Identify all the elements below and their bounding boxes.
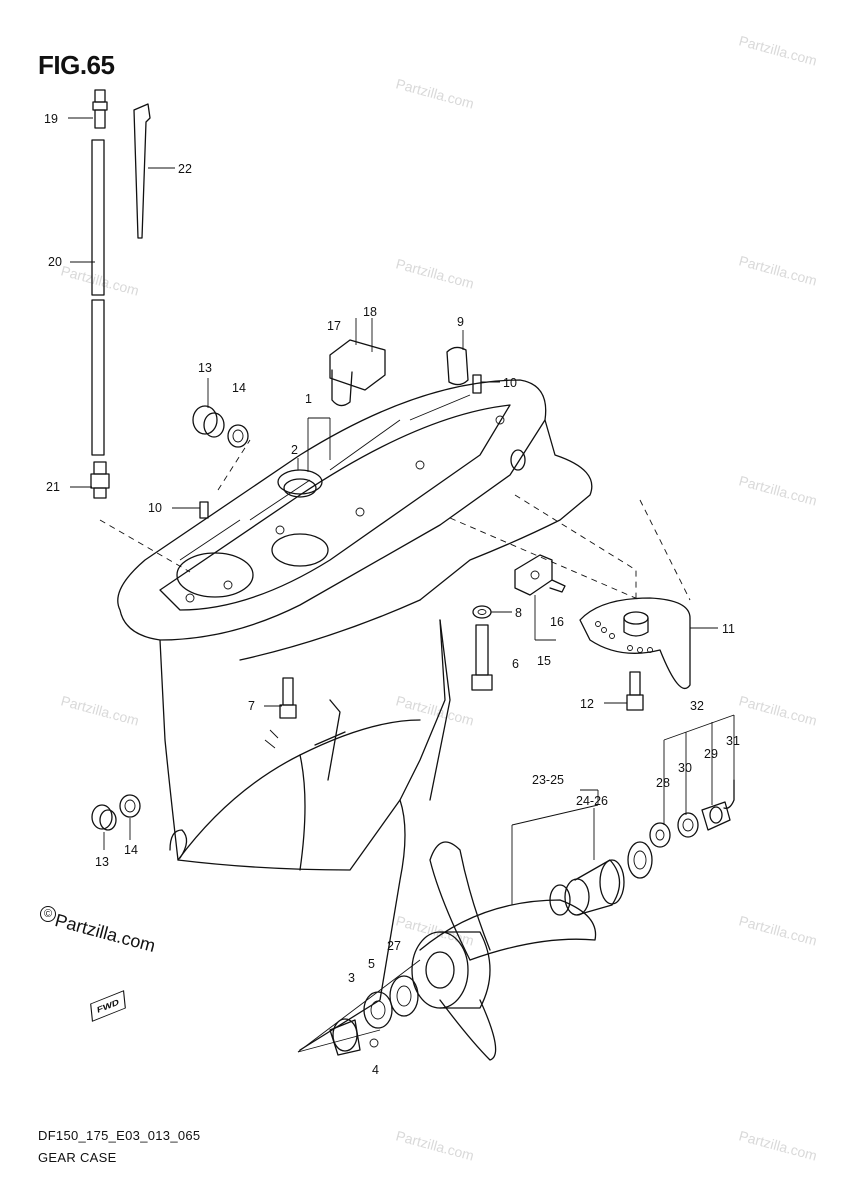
gear-case-housing — [117, 379, 593, 1051]
callout-17: 17 — [327, 319, 341, 333]
callout-15: 15 — [537, 654, 551, 668]
callout-24-26: 24-26 — [576, 794, 608, 808]
part-22-cable-tie — [133, 103, 151, 239]
watermark: Partzilla.com — [737, 472, 819, 508]
callout-6: 6 — [512, 657, 519, 671]
callout-16: 16 — [550, 615, 564, 629]
callout-14b: 14 — [124, 843, 138, 857]
part-7-bolt — [279, 677, 297, 719]
callout-7: 7 — [248, 699, 255, 713]
callout-20: 20 — [48, 255, 62, 269]
callout-29: 29 — [704, 747, 718, 761]
watermark: Partzilla.com — [737, 912, 819, 948]
watermark: Partzilla.com — [737, 252, 819, 288]
callout-21: 21 — [46, 480, 60, 494]
callout-32: 32 — [690, 699, 704, 713]
part-13-14-plug-bottom — [91, 794, 141, 831]
callout-3: 3 — [348, 971, 355, 985]
leader-lines — [68, 117, 735, 1053]
watermark: Partzilla.com — [737, 692, 819, 728]
callout-19: 19 — [44, 112, 58, 126]
callout-10b: 10 — [148, 501, 162, 515]
callout-30: 30 — [678, 761, 692, 775]
diagram-name: GEAR CASE — [38, 1150, 117, 1165]
watermark: Partzilla.com — [737, 1127, 819, 1163]
part-11-trim-tab — [579, 597, 691, 690]
part-10-pin — [199, 501, 209, 519]
callout-31: 31 — [726, 734, 740, 748]
callout-4: 4 — [372, 1063, 379, 1077]
watermark: Partzilla.com — [737, 32, 819, 68]
callout-13b: 13 — [95, 855, 109, 869]
part-15-16-anode — [514, 554, 566, 596]
part-6-bolt — [471, 624, 493, 691]
callout-12: 12 — [580, 697, 594, 711]
part-23-25-propeller — [411, 841, 597, 1061]
part-3-5-27-thrust-washers — [329, 975, 419, 1056]
callout-23-25: 23-25 — [532, 773, 564, 787]
part-8-washer — [472, 605, 492, 619]
watermark: Partzilla.com — [394, 255, 476, 291]
callout-27: 27 — [387, 939, 401, 953]
callout-22: 22 — [178, 162, 192, 176]
figure-title: FIG.65 — [38, 50, 115, 80]
callout-9: 9 — [457, 315, 464, 329]
callout-5: 5 — [368, 957, 375, 971]
watermark-layer: Partzilla.com Partzilla.com Partzilla.co… — [59, 32, 819, 1163]
diagram-code: DF150_175_E03_013_065 — [38, 1128, 201, 1143]
watermark: Partzilla.com — [59, 262, 141, 298]
part-21-fitting — [90, 461, 110, 499]
watermark: Partzilla.com — [394, 1127, 476, 1163]
part-19-fitting — [92, 89, 108, 129]
callout-13a: 13 — [198, 361, 212, 375]
callout-1: 1 — [305, 392, 312, 406]
callout-8: 8 — [515, 606, 522, 620]
watermark: Partzilla.com — [394, 75, 476, 111]
callout-18: 18 — [363, 305, 377, 319]
part-24-26-bushing — [549, 841, 653, 916]
callout-labels: 19 20 21 22 13 14 1 2 10 17 18 9 10 8 16… — [44, 112, 740, 1077]
watermark: Partzilla.com — [59, 692, 141, 728]
callout-11: 11 — [722, 622, 735, 636]
callout-2: 2 — [291, 443, 298, 457]
part-28-31-nut-set — [649, 779, 735, 848]
part-17-18-bracket — [329, 339, 386, 407]
callout-28: 28 — [656, 776, 670, 790]
part-20-water-tube — [91, 139, 105, 456]
copyright-icon: © — [40, 906, 56, 922]
callout-10a: 10 — [503, 376, 517, 390]
part-12-bolt — [626, 671, 644, 711]
part-13-14-plug-top — [192, 405, 249, 448]
callout-14a: 14 — [232, 381, 246, 395]
watermark: Partzilla.com — [394, 912, 476, 948]
